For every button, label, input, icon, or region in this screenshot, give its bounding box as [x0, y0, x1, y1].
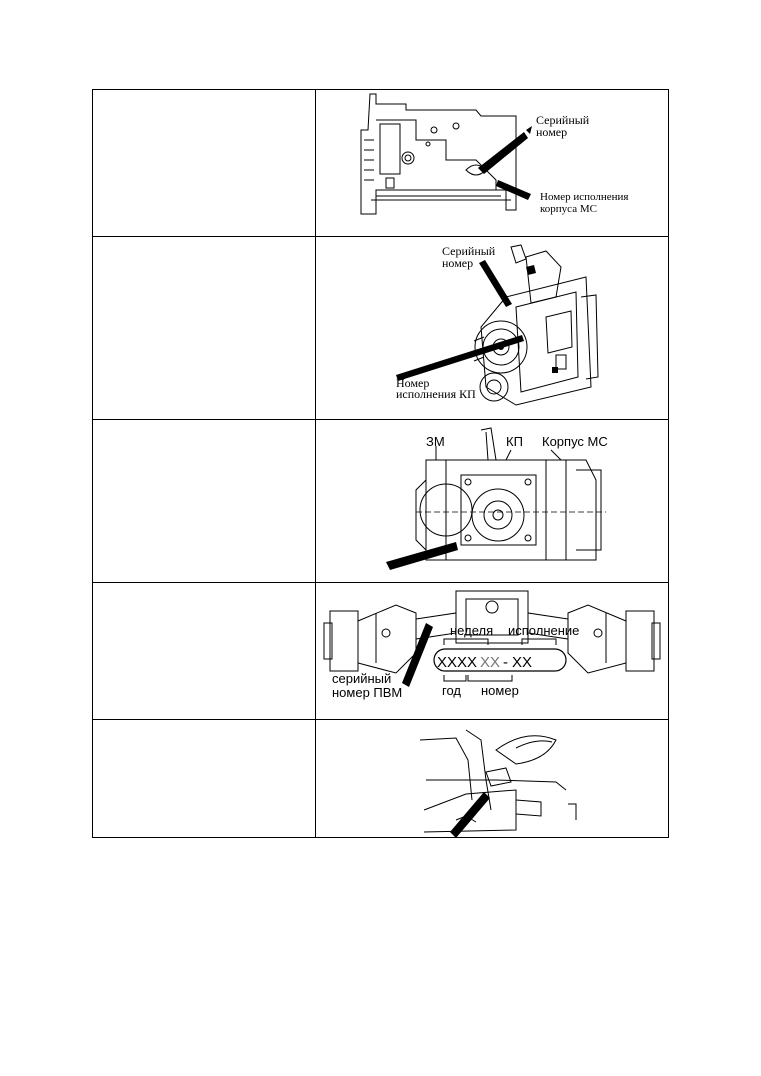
- gearbox-assembly-drawing: Серийный номер Номер исполнения КП: [396, 244, 599, 406]
- table-row: Серийный номер Номер исполнения КП: [92, 236, 669, 420]
- zm-label: ЗМ: [426, 434, 445, 449]
- serial-number-label-line2: номер: [442, 256, 473, 270]
- year-label: год: [442, 683, 461, 698]
- gearbox-variant-label-line2: исполнения КП: [396, 387, 476, 401]
- gearbox-housing-drawing: Серийный номер Номер исполнения корпуса …: [360, 93, 628, 215]
- illustration-cell: [315, 719, 669, 838]
- serial-code-mid: XX: [480, 654, 500, 671]
- identification-table: Серийный номер Номер исполнения корпуса …: [92, 89, 669, 838]
- illustration-cell: Серийный номер Номер исполнения корпуса …: [315, 89, 669, 237]
- description-cell: [92, 419, 316, 583]
- cabin-floor-drawing: [419, 729, 577, 837]
- description-cell: [92, 89, 316, 237]
- illustration-cell: ЗМ КП Корпус МС: [315, 419, 669, 583]
- table-row: ЗМ КП Корпус МС: [92, 419, 669, 583]
- table-row: XXXX XX - XX неделя исполнение год номер…: [92, 582, 669, 720]
- number-label: номер: [481, 683, 519, 698]
- table-row: Серийный номер Номер исполнения корпуса …: [92, 89, 669, 237]
- serial-number-label-line2: номер: [536, 125, 567, 139]
- illustration-cell: XXXX XX - XX неделя исполнение год номер…: [315, 582, 669, 720]
- week-label: неделя: [450, 623, 493, 638]
- ms-housing-variant-label-line2: корпуса МС: [540, 203, 597, 215]
- serial-pvm-label-line2: номер ПВМ: [332, 685, 402, 700]
- ms-housing-label: Корпус МС: [542, 434, 608, 449]
- illustration-cell: Серийный номер Номер исполнения КП: [315, 236, 669, 420]
- serial-code-main: XXXX: [437, 654, 477, 671]
- description-cell: [92, 719, 316, 838]
- serial-pvm-label: серийный: [332, 671, 391, 686]
- gearbox-label: КП: [506, 434, 523, 449]
- ms-housing-variant-label: Номер исполнения: [540, 191, 628, 203]
- serial-number-label: Серийный: [536, 113, 590, 127]
- variant-label: исполнение: [508, 623, 579, 638]
- description-cell: [92, 236, 316, 420]
- transmission-side-drawing: ЗМ КП Корпус МС: [386, 427, 608, 570]
- serial-number-label: Серийный: [442, 244, 496, 258]
- gearbox-variant-label: Номер: [396, 376, 429, 390]
- serial-code-dash: -: [503, 654, 508, 671]
- serial-code-end: XX: [512, 654, 532, 671]
- description-cell: [92, 582, 316, 720]
- front-axle-drawing: XXXX XX - XX неделя исполнение год номер…: [323, 590, 661, 700]
- table-row: [92, 719, 669, 838]
